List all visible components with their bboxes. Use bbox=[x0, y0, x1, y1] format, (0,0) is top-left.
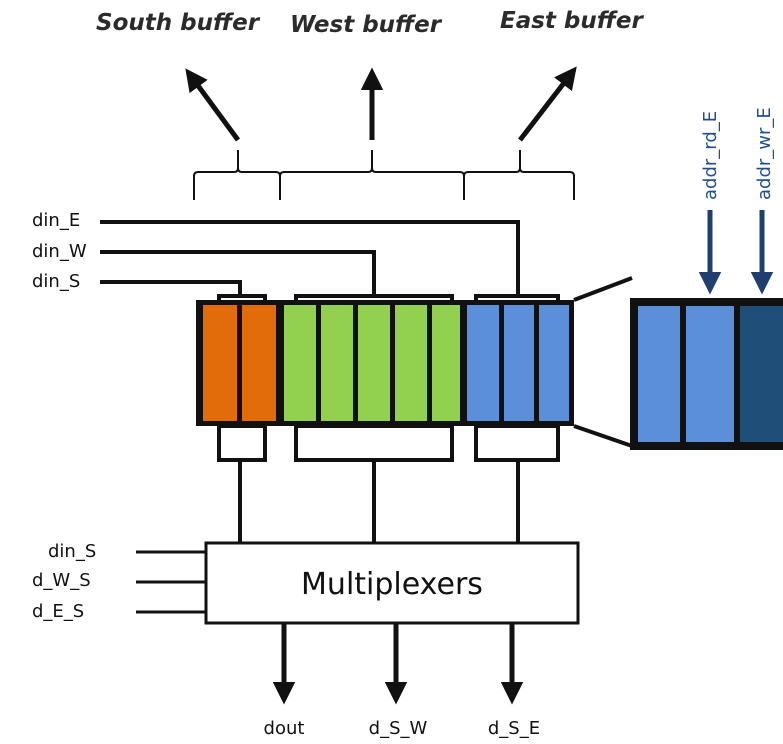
west-buffer-label: West buffer bbox=[290, 12, 443, 38]
din-e-wire bbox=[100, 220, 520, 296]
south-bottom-connector bbox=[217, 424, 267, 462]
west-cell bbox=[321, 305, 353, 421]
addr-wr-e-label: addr_wr_E bbox=[754, 107, 775, 200]
expanded-cell bbox=[638, 306, 680, 442]
din-s-wire bbox=[100, 280, 242, 296]
output-label: d_S_W bbox=[369, 718, 428, 739]
din-w-label: din_W bbox=[32, 241, 87, 262]
din-w-wire bbox=[100, 250, 376, 296]
expanded-cell-dark bbox=[740, 306, 783, 442]
east-bottom-connector bbox=[474, 424, 560, 462]
east-brace bbox=[463, 150, 575, 200]
west-cell bbox=[358, 305, 390, 421]
east-buffer-arrow bbox=[518, 66, 577, 142]
zoom-line-top bbox=[573, 276, 633, 302]
east-cell bbox=[539, 305, 569, 421]
multiplexers-label: Multiplexers bbox=[301, 567, 483, 602]
mux-input-label: din_S bbox=[48, 541, 96, 562]
south-buffer-label: South buffer bbox=[96, 10, 261, 36]
east-cell bbox=[467, 305, 499, 421]
south-brace bbox=[193, 150, 281, 200]
east-buffer-label: East buffer bbox=[500, 8, 645, 34]
south-cell bbox=[203, 305, 237, 421]
din-s-label: din_S bbox=[32, 271, 80, 292]
west-cell bbox=[395, 305, 427, 421]
din-e-label: din_E bbox=[32, 210, 80, 231]
zoom-line-bottom bbox=[573, 424, 633, 448]
output-label: d_S_E bbox=[488, 718, 540, 739]
multiplexers-box bbox=[204, 541, 580, 625]
west-brace bbox=[279, 150, 465, 200]
mux-input-label: d_W_S bbox=[32, 570, 91, 591]
west-bottom-connector bbox=[294, 424, 454, 462]
south-buffer-arrow bbox=[185, 68, 241, 142]
addr-rd-e-label: addr_rd_E bbox=[700, 111, 721, 200]
west-cell bbox=[432, 305, 460, 421]
south-cell bbox=[242, 305, 276, 421]
output-label: dout bbox=[264, 718, 305, 739]
mux-input-label: d_E_S bbox=[32, 601, 84, 622]
expanded-cell bbox=[686, 306, 734, 442]
west-cell bbox=[284, 305, 316, 421]
east-cell bbox=[504, 305, 534, 421]
